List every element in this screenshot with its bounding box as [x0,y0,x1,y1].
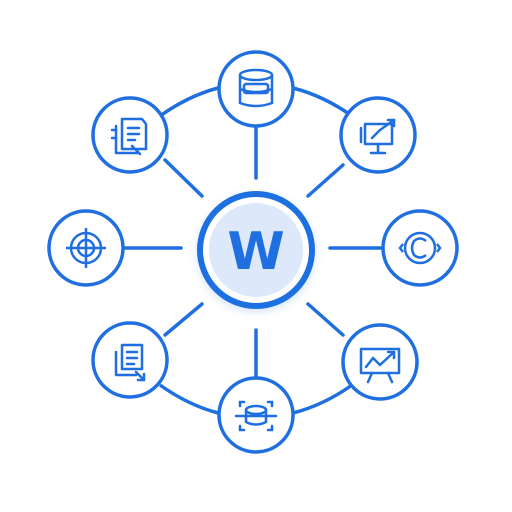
analytics-monitor-icon [359,347,401,384]
node-left [47,209,125,287]
database-icon [238,68,274,108]
spoke-bottom-left [163,302,204,337]
document-checklist-icon [110,117,148,156]
scan-cylinder-icon [234,400,278,432]
node-bottom-right [341,323,419,401]
spokes [121,125,383,380]
ring-arc-bottom-bottom-left [158,383,219,415]
node-right [381,209,459,287]
node-top [217,50,295,128]
copyright-circle-icon [398,231,442,265]
globe-target-icon [66,228,106,268]
hub: W [197,191,315,309]
hub-inner-circle [209,203,303,297]
spoke-top-right [306,163,345,198]
node-top-right [339,96,417,174]
spoke-bottom-right [306,302,345,337]
node-bottom-left [91,321,169,399]
node-top-left [91,96,169,174]
ring-arc-bottom-right-bottom [292,383,354,415]
ring-arc-top-top-right [292,86,354,118]
node-bottom [217,376,295,454]
presentation-board-icon [359,118,396,155]
hub-letter: W [227,222,284,282]
ring-arc-top-left-top [158,86,219,118]
document-stack-icon [114,343,146,382]
spoke-top-left [163,158,204,198]
